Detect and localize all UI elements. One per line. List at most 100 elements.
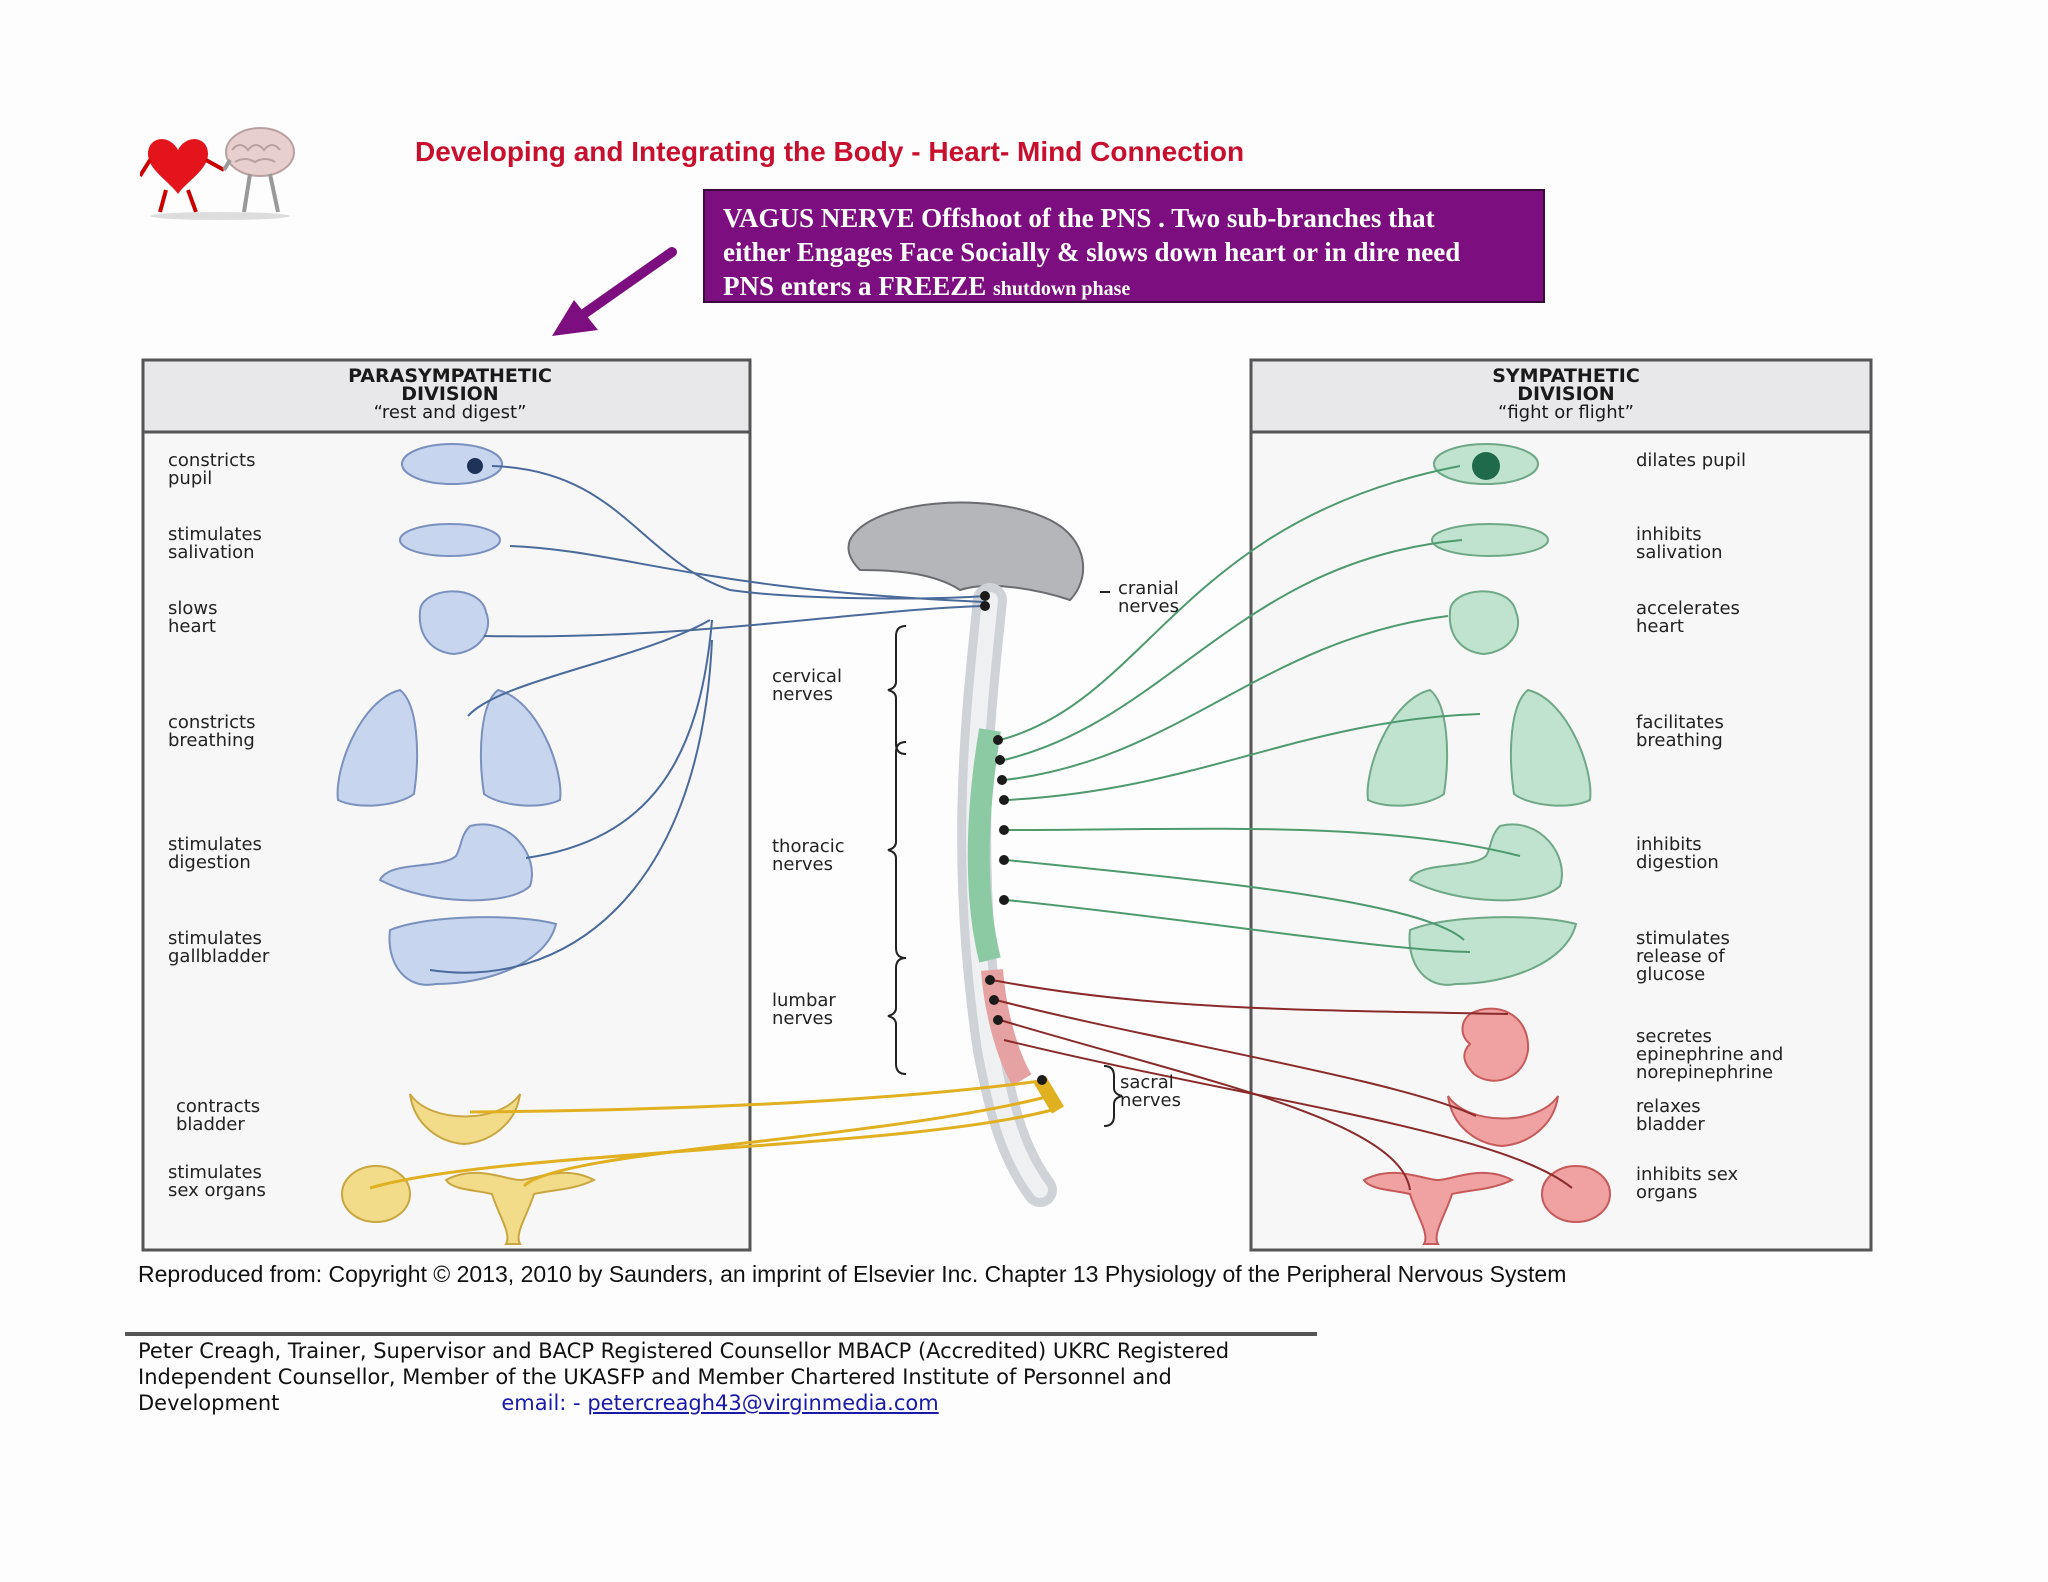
- parasympathetic-panel: PARASYMPATHETIC DIVISION “rest and diges…: [141, 358, 752, 1252]
- stomach-icon: [1408, 823, 1563, 902]
- symp-label-breathing-1: facilitates: [1636, 712, 1724, 733]
- page-title: Developing and Integrating the Body - He…: [415, 136, 1245, 167]
- sacral-nerves: [369, 1078, 1053, 1190]
- email-link[interactable]: petercreagh43@virginmedia.com: [587, 1391, 939, 1415]
- callout-line-2: either Engages Face Socially & slows dow…: [723, 237, 1461, 267]
- para-label-gallbladder-2: gallbladder: [168, 946, 270, 967]
- para-label-pupil-2: pupil: [168, 468, 212, 489]
- symp-label-pupil-1: dilates pupil: [1636, 450, 1746, 471]
- para-label-heart-1: slows: [168, 598, 218, 619]
- para-label-digestion-2: digestion: [168, 852, 251, 873]
- heart-organ-icon: [1448, 590, 1519, 656]
- para-label-heart-2: heart: [168, 616, 216, 637]
- footer: Peter Creagh, Trainer, Supervisor and BA…: [138, 1338, 1368, 1416]
- callout-line-3-main: PNS enters a FREEZE: [723, 271, 987, 301]
- right-lungs-icon: [1510, 688, 1592, 807]
- para-label-bladder-2: bladder: [176, 1114, 245, 1135]
- brain-icon: [847, 501, 1084, 602]
- brain-icon: [222, 127, 295, 213]
- symp-label-epinephrine-3: norepinephrine: [1636, 1062, 1773, 1083]
- left-lungs-icon: [1366, 688, 1448, 807]
- sacral-nerves-label-2: nerves: [1120, 1090, 1181, 1111]
- parasympathetic-subheading: “rest and digest”: [374, 402, 527, 423]
- parasympathetic-pelvic-organs: [341, 1093, 597, 1245]
- symp-label-heart-1: accelerates: [1636, 598, 1740, 619]
- salivary-gland-icon: [399, 523, 501, 557]
- adrenal-pelvic-nerves: [991, 979, 1573, 1191]
- uterus-icon: [444, 1171, 597, 1245]
- thoracic-nerves-label-1: thoracic: [772, 836, 845, 857]
- sympathetic-heading-2: DIVISION: [1517, 383, 1614, 405]
- pointer-arrow-icon: [552, 247, 677, 336]
- para-label-breathing-2: breathing: [168, 730, 255, 751]
- footer-line-3-text: Development: [138, 1391, 280, 1415]
- symp-label-glucose-1: stimulates: [1636, 928, 1730, 949]
- callout-line-3: PNS enters a FREEZE shutdown phase: [723, 269, 1525, 301]
- heart-icon: [140, 139, 225, 213]
- sympathetic-pelvic-organs: [1362, 1007, 1611, 1245]
- stomach-icon: [378, 823, 533, 902]
- heart-brain-logo: [140, 127, 295, 220]
- symp-label-heart-2: heart: [1636, 616, 1684, 637]
- right-lungs-icon: [480, 688, 562, 807]
- cranial-nerves-label-1: cranial: [1118, 578, 1179, 599]
- heart-organ-icon: [418, 590, 489, 656]
- brain-spinal-cord: [847, 501, 1084, 1207]
- para-label-salivation-1: stimulates: [168, 524, 262, 545]
- callout-line-1: VAGUS NERVE Offshoot of the PNS . Two su…: [723, 203, 1435, 233]
- para-label-salivation-2: salivation: [168, 542, 255, 563]
- symp-label-sex-organs-2: organs: [1636, 1182, 1697, 1203]
- symp-label-sex-organs-1: inhibits sex: [1636, 1164, 1739, 1185]
- para-label-sex-organs-2: sex organs: [168, 1180, 266, 1201]
- cranial-nerves-label-2: nerves: [1118, 596, 1179, 617]
- symp-label-glucose-3: glucose: [1636, 964, 1705, 985]
- footer-line-1: Peter Creagh, Trainer, Supervisor and BA…: [138, 1339, 1230, 1363]
- parasympathetic-nerves: [429, 465, 986, 974]
- symp-label-digestion-2: digestion: [1636, 852, 1719, 873]
- symp-label-epinephrine-2: epinephrine and: [1636, 1044, 1783, 1065]
- para-label-pupil-1: constricts: [168, 450, 256, 471]
- liver-icon: [1408, 916, 1578, 986]
- spine-labels: [887, 591, 1123, 1127]
- svg-text:dilates pupil: dilates pupil: [1636, 450, 1746, 471]
- sympathetic-heading-1: SYMPATHETIC: [1492, 365, 1640, 387]
- testis-icon: [341, 1165, 411, 1223]
- cervical-nerves-label-2: nerves: [772, 684, 833, 705]
- symp-label-breathing-2: breathing: [1636, 730, 1723, 751]
- symp-label-bladder-1: relaxes: [1636, 1096, 1701, 1117]
- parasympathetic-organs: [336, 443, 562, 986]
- sympathetic-subheading: “fight or flight”: [1498, 402, 1634, 423]
- symp-label-salivation-1: inhibits: [1636, 524, 1702, 545]
- symp-label-glucose-2: release of: [1636, 946, 1725, 967]
- parasympathetic-heading-1: PARASYMPATHETIC: [348, 365, 552, 387]
- symp-label-salivation-2: salivation: [1636, 542, 1723, 563]
- lumbar-nerves-label-2: nerves: [772, 1008, 833, 1029]
- sympathetic-nerves: [999, 465, 1521, 953]
- uterus-icon: [1362, 1171, 1515, 1245]
- para-label-gallbladder-1: stimulates: [168, 928, 262, 949]
- image-credit: Reproduced from: Copyright © 2013, 2010 …: [138, 1261, 1567, 1287]
- email-label: email: -: [501, 1391, 581, 1415]
- symp-label-epinephrine-1: secretes: [1636, 1026, 1712, 1047]
- adrenal-kidney-icon: [1461, 1007, 1530, 1082]
- callout-line-3-small: shutdown phase: [993, 278, 1131, 300]
- bladder-icon: [1447, 1095, 1559, 1148]
- lumbar-nerves-label-1: lumbar: [772, 990, 836, 1011]
